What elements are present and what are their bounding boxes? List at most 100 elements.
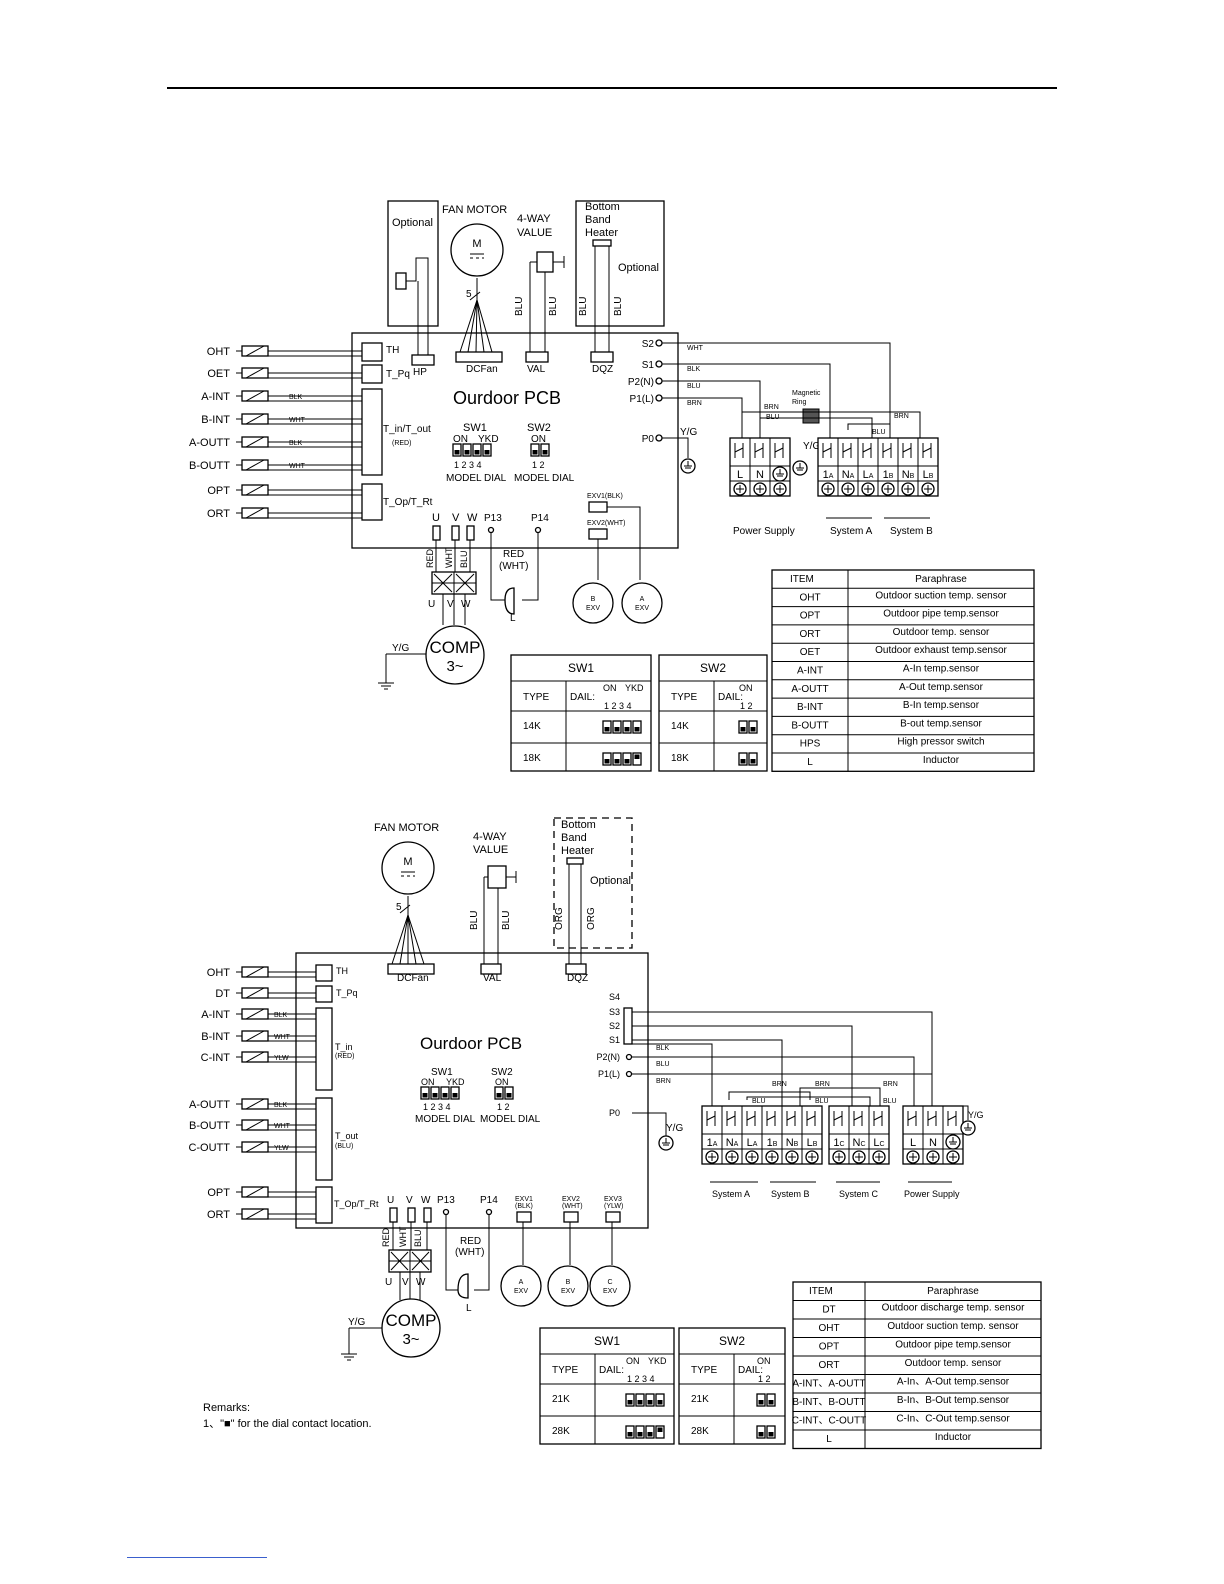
sw2-table-row-1-dial bbox=[738, 720, 758, 734]
footer-rule bbox=[127, 1557, 267, 1558]
inductor2-wire-red: RED bbox=[460, 1236, 481, 1247]
fan-motor-m: M bbox=[472, 238, 481, 250]
pcb2-sw1-nums: 1 2 3 4 bbox=[423, 1102, 451, 1112]
wire2-brn-b: BRN bbox=[815, 1081, 830, 1088]
connector-dcfan-2 bbox=[387, 963, 435, 975]
connector-val bbox=[525, 351, 549, 363]
wire bbox=[607, 506, 641, 580]
pcb2-terminal-s4: S4 bbox=[609, 992, 620, 1002]
pcb-sw2-nums: 1 2 bbox=[532, 460, 545, 470]
wire bbox=[955, 1105, 969, 1120]
comp2-u: U bbox=[385, 1277, 392, 1288]
pcb-terminal-dot bbox=[655, 360, 663, 368]
connector-tinout bbox=[361, 388, 383, 476]
wire bbox=[632, 1043, 713, 1106]
remarks: Remarks: 1、"■" for the dial contact loca… bbox=[203, 1400, 372, 1432]
power-supply-label: Power Supply bbox=[733, 526, 795, 537]
pcb-sw1-dial-key-4-contact bbox=[484, 450, 490, 455]
comp-v: V bbox=[447, 599, 454, 610]
wire-blk: BLK bbox=[687, 366, 701, 373]
sw2-table-2-frame bbox=[678, 1327, 786, 1445]
compressor bbox=[425, 625, 485, 685]
wire bbox=[833, 1115, 843, 1121]
sensor2-a-int-label: A-INT bbox=[201, 1009, 230, 1021]
system-terminal-terminal-4: 1B bbox=[883, 469, 894, 481]
exv-a-motor-label-2: EXV bbox=[635, 605, 649, 612]
wire bbox=[433, 573, 453, 593]
pcb-terminal-dot bbox=[655, 377, 663, 385]
heater-label-3: Heater bbox=[585, 227, 618, 239]
comp2-w: W bbox=[416, 1277, 426, 1288]
pcb2-sw2-dial-key-2-contact bbox=[506, 1093, 512, 1098]
pcb2-terminal-s3: S3 bbox=[609, 1007, 620, 1017]
system2-terminal-ab-terminal-1: 1A bbox=[707, 1137, 718, 1149]
exv-b-motor-label: B bbox=[591, 596, 596, 603]
connector-th-label: TH bbox=[386, 345, 399, 356]
sw2-table-on: ON bbox=[739, 683, 753, 693]
item-table-2-header-item: ITEM bbox=[809, 1286, 833, 1297]
connector-dcfan-2-label: DCFan bbox=[397, 973, 429, 984]
system2-terminal-c-terminal-1: 1C bbox=[833, 1137, 844, 1149]
wire bbox=[662, 437, 689, 458]
connector-tout-2-color: (BLU) bbox=[335, 1143, 353, 1150]
sw1-table-row-2-dial-key-2-contact bbox=[614, 759, 620, 764]
sw1-table-title: SW1 bbox=[568, 661, 594, 675]
heater-label-2: Band bbox=[585, 214, 611, 226]
sensor2-dt-label: DT bbox=[215, 988, 230, 1000]
wire bbox=[632, 1025, 853, 1106]
exv-b-motor bbox=[572, 582, 614, 624]
wire2-brn-a: BRN bbox=[772, 1081, 787, 1088]
wire-blu-1: BLU bbox=[514, 297, 525, 316]
power-supply-terminal-terminal-2: N bbox=[756, 469, 764, 481]
heater-label-1: Bottom bbox=[585, 201, 620, 213]
magnetic-ring bbox=[802, 408, 820, 424]
sw1-table-row-1-dial-key-3-contact bbox=[624, 727, 630, 732]
pcb-sw1-dial-key-1-contact bbox=[454, 450, 460, 455]
wire bbox=[922, 447, 932, 453]
inductor-l bbox=[504, 587, 515, 615]
item-table-2-row-7-desc: C-In、C-Out temp.sensor bbox=[896, 1414, 1010, 1425]
wire bbox=[799, 1087, 881, 1106]
wire bbox=[406, 257, 429, 355]
pcb-model-dial-1: MODEL DIAL bbox=[446, 473, 507, 484]
wire-org-1: ORG bbox=[554, 907, 565, 930]
wire bbox=[490, 532, 505, 601]
sw1-table-2-ykd: YKD bbox=[648, 1356, 667, 1366]
wire-blu-4: BLU bbox=[613, 297, 624, 316]
pcb-sw1-nums: 1 2 3 4 bbox=[454, 460, 482, 470]
item-table-1-row-5-item: A-INT bbox=[797, 666, 823, 677]
exv2-1-label: EXV1 bbox=[515, 1196, 533, 1203]
system2-terminal-ab-terminal-3: LA bbox=[747, 1137, 758, 1149]
wire bbox=[927, 1115, 937, 1121]
item-table-1-row-8-item: B-OUTT bbox=[791, 720, 828, 731]
outdoor-pcb-board-2 bbox=[295, 952, 649, 1229]
sensor-oet-label: OET bbox=[207, 368, 230, 380]
exv-a-motor-label: A bbox=[640, 596, 645, 603]
pcb-p13: P13 bbox=[484, 513, 502, 524]
sw1-table-2-row-1: 21K bbox=[552, 1394, 570, 1405]
sw2-table-2-row-1-dial-key-2-contact bbox=[768, 1400, 774, 1405]
sw1-table-row-2-dial-key-1-contact bbox=[604, 759, 610, 764]
fan-wire-count: 5 bbox=[466, 289, 472, 300]
connector-dcfan bbox=[455, 351, 503, 363]
connector-topt bbox=[361, 483, 383, 521]
connector-hp bbox=[411, 354, 435, 366]
optional-left-label: Optional bbox=[392, 217, 433, 229]
exv-a-motor bbox=[621, 582, 663, 624]
sensor-oht-label: OHT bbox=[207, 346, 231, 358]
wire2-blu-1: BLU bbox=[469, 911, 480, 930]
pcb2-u: U bbox=[387, 1195, 394, 1206]
four-way-2-label-2: VALUE bbox=[473, 844, 508, 856]
wire2-blu-c: BLU bbox=[883, 1098, 897, 1105]
wire2-brn: BRN bbox=[656, 1078, 671, 1085]
item-table-2-row-1-item: DT bbox=[822, 1305, 835, 1316]
wire bbox=[245, 1030, 265, 1042]
item-table-2-row-1-desc: Outdoor discharge temp. sensor bbox=[882, 1303, 1026, 1314]
sw2-table-2-row-2-dial bbox=[756, 1425, 776, 1439]
item-table-1-row-4-item: OET bbox=[800, 647, 821, 658]
sw1-table-row-2-dial-key-4-contact bbox=[634, 754, 640, 759]
sw1-table-row-1-dial-key-4-contact bbox=[634, 727, 640, 732]
sw1-table-dail-header: DAIL: bbox=[570, 692, 595, 703]
